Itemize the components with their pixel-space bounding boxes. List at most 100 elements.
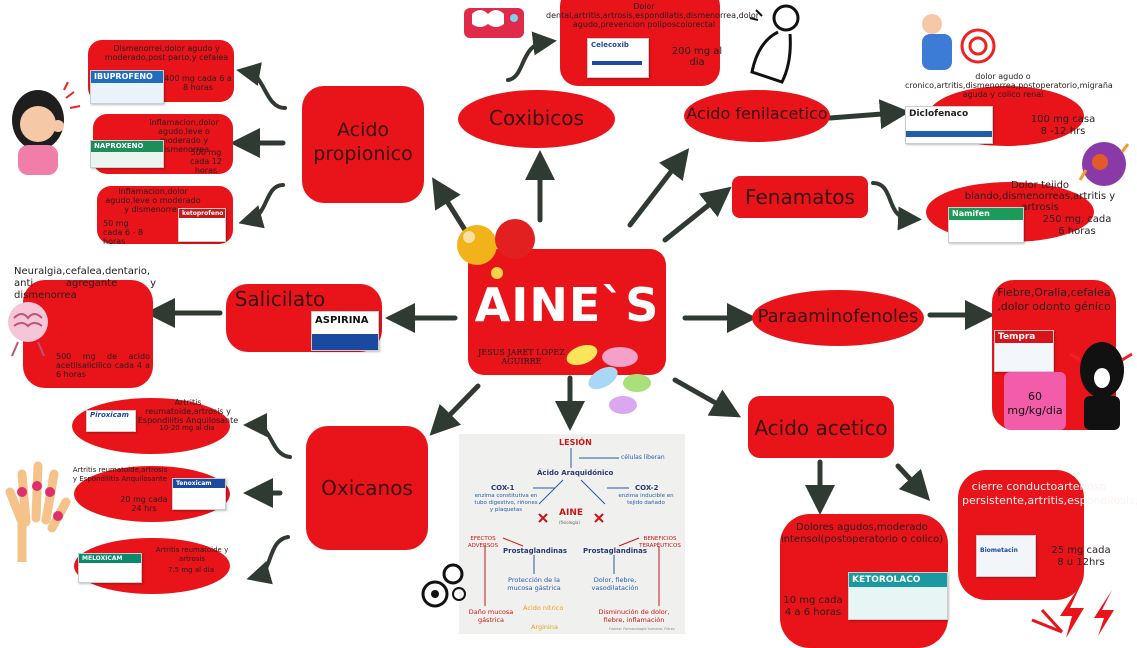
pathway-aine: AINE: [559, 508, 583, 518]
pill-decoration-left-icon: [457, 219, 535, 279]
node-acido-propionico-label: Acido propionico: [313, 119, 413, 165]
diclofenaco-package-label: Diclofenaco: [906, 110, 992, 119]
arrow-fenilacetico-detail: [827, 99, 910, 130]
arrow-fenamatos-detail: [871, 181, 922, 231]
pathway-cells: células liberan: [621, 454, 665, 461]
ketoprofeno-package: ketoprofeno: [178, 208, 226, 242]
tempra-package-label: Tempra: [995, 331, 1053, 343]
brain-headache-icon: [8, 302, 48, 357]
ketorolaco-package: KETOROLACO: [848, 572, 948, 620]
node-acido-propionico: [302, 86, 424, 203]
node-fenamatos-label: Fenamatos: [745, 185, 855, 209]
celecoxib-package-label: Celecoxib: [588, 41, 648, 50]
piroxicam-package-label: Piroxicam: [87, 411, 135, 420]
salicilato-detail: [23, 280, 153, 388]
biometacin-package-label: Biometacin: [977, 546, 1035, 555]
node-acido-fenilacetico: [684, 90, 830, 142]
oxicanos-detail-1-dose: 10-20 mg al dia: [159, 424, 215, 432]
pathway-source: Fuente: Farmacología humana, Flórez: [609, 627, 675, 631]
tenoxicam-package: Tenoxicam: [172, 478, 226, 510]
ibuprofeno-package-label: IBUPROFENO: [91, 71, 163, 83]
acetico-detail-1-indication: Dolores agudos,moderado intensol(postope…: [780, 522, 944, 545]
biometacin-package: Biometacin: [976, 535, 1036, 577]
pathway-arginine: Arginina: [531, 623, 558, 631]
node-fenamatos: [732, 176, 868, 218]
salicilato-detail-dose: 500 mg de acido acetilsalicilico cada 4 …: [56, 352, 150, 379]
arrow-coxib-detail: [506, 31, 557, 82]
pathway-nitric: Ácido nítrico: [523, 604, 564, 612]
acetico-detail-1-dose: 10 mg cada 4 a 6 horas: [783, 595, 843, 618]
pathway-aa: Ácido Araquidónico: [537, 469, 614, 477]
arrow-to-propionico: [432, 177, 468, 233]
aspirina-package-label: ASPIRINA: [312, 314, 378, 328]
meloxicam-package: MELOXICAM: [78, 553, 142, 583]
tenoxicam-package-label: Tenoxicam: [173, 479, 225, 488]
coxib-detail-indication: Dolor dental,artritis,artrosis,espondila…: [546, 2, 760, 29]
node-acido-fenilacetico-label: Acido fenilacetico: [686, 104, 828, 123]
pathway-protect: Protección de la mucosa gástrica: [507, 576, 561, 592]
propionico-detail-1-dose: 400 mg cada 6 a 8 horas: [164, 74, 232, 92]
gears-icon: [421, 563, 466, 608]
node-acido-acetico: [748, 396, 894, 458]
back-pain-icon: [749, 4, 800, 84]
paraamino-detail-indication: Fiebre,Oralia,cefalea ,dolor odonto géni…: [997, 286, 1111, 313]
node-oxicanos-label: Oxicanos: [321, 476, 413, 500]
oxicanos-detail-2-indication: Artritis reumatoide,artrosis y Espondili…: [72, 466, 168, 483]
acetico-detail-2-indication: cierre conductoarterioso persistente,art…: [962, 480, 1137, 507]
pathway-diagram: LESIÓN células liberan Ácido Araquidónic…: [459, 434, 685, 634]
oxicanos-detail-2-dose: 20 mg cada 24 hrs: [120, 495, 168, 513]
headache-woman-icon: [12, 81, 81, 175]
pathway-cox2-desc: enzima inducible en tejido dañado: [618, 493, 674, 506]
propionico-detail-2-indication: Inflamacion,dolor agudo,leve o moderado …: [149, 118, 219, 154]
pathway-benefits: BENEFICIOS TERAPÉUTICOS: [639, 536, 681, 549]
diclofenaco-package: Diclofenaco: [905, 106, 993, 144]
propionico-detail-3-dose: 50 mg cada 6 - 8 horas: [103, 219, 143, 246]
author-name: JESUS JARET LOPEZ AGUIRRE: [478, 348, 565, 366]
pathway-damage: Daño mucosa gástrica: [468, 608, 514, 624]
salicilato-detail-indication: Neuralgia,cefalea,dentario, anti agregan…: [14, 266, 156, 301]
pathway-cox2: COX-2: [635, 484, 659, 492]
arrow-to-fenilacetico: [627, 148, 690, 228]
arrow-to-fenamatos: [662, 186, 732, 243]
arrow-to-oxicanos: [429, 383, 481, 436]
arthritic-hand-icon: [5, 461, 71, 562]
arrow-acetico-right: [895, 463, 931, 502]
pathway-pg-left: Prostaglandinas: [503, 547, 568, 555]
namifen-package: Namifen: [948, 207, 1024, 243]
ibuprofeno-package: IBUPROFENO: [90, 70, 164, 104]
node-salicilato-label: Salicilato: [234, 287, 326, 311]
lightning-pain-icon: [1031, 582, 1114, 638]
pathway-cox1: COX-1: [491, 484, 515, 492]
arrow-oxicanos-top: [243, 413, 292, 459]
fenamatos-detail-dose: 250 mg. cada 6 horas: [1042, 214, 1112, 237]
joint-pain-icon: [1078, 142, 1130, 186]
paraamino-detail-dose: 60 mg/kg/dia: [1007, 390, 1063, 417]
pathway-reduce: Disminución de dolor, fiebre, inflamació…: [598, 608, 670, 624]
propionico-detail-2-dose: 500 mg cada 12 horas: [189, 148, 222, 175]
arrow-oxicanos-bottom: [246, 535, 290, 585]
arrow-to-acetico: [672, 377, 742, 418]
fenamatos-detail-indication: Dolor tejido blando,dismenorreas,artriti…: [964, 180, 1116, 213]
pathway-pg-right: Prostaglandinas: [583, 547, 648, 555]
oxicanos-detail-3-indication: Artritis reumatoide y artrosis: [155, 546, 229, 563]
piroxicam-package: Piroxicam: [86, 410, 136, 432]
oxicanos-detail-3-dose: 7.5 mg al dia: [168, 566, 214, 574]
ketoprofeno-package-label: ketoprofeno: [179, 209, 225, 218]
node-oxicanos: [306, 426, 428, 550]
tempra-package: Tempra: [994, 330, 1054, 372]
naproxeno-package-label: NAPROXENO: [91, 141, 163, 152]
pathway-adverse: EFECTOS ADVERSOS: [467, 536, 499, 549]
node-coxibicos: [458, 90, 615, 148]
node-paraaminofenoles: [752, 290, 924, 346]
tooth-pain-icon: [464, 8, 524, 38]
arrow-propionico-top: [236, 62, 287, 110]
aspirina-package: ASPIRINA: [311, 311, 379, 351]
pathway-pain: Dolor, fiebre, vasodilatación: [591, 576, 639, 592]
oxicanos-detail-1-indication: Artritis reumatoide,artrosis y Espondili…: [137, 398, 239, 425]
fenilacetico-detail-indication: dolor agudo o cronico,artritis,dismenorr…: [905, 72, 1113, 99]
center-title: AINE`S: [474, 278, 660, 332]
pathway-lines: [484, 448, 660, 606]
propionico-detail-3-indication: Inflamacion,dolor agudo,leve o moderado …: [105, 187, 201, 214]
fenilacetico-detail-dose: 100 mg casa 8 -12 hrs: [1030, 114, 1096, 137]
